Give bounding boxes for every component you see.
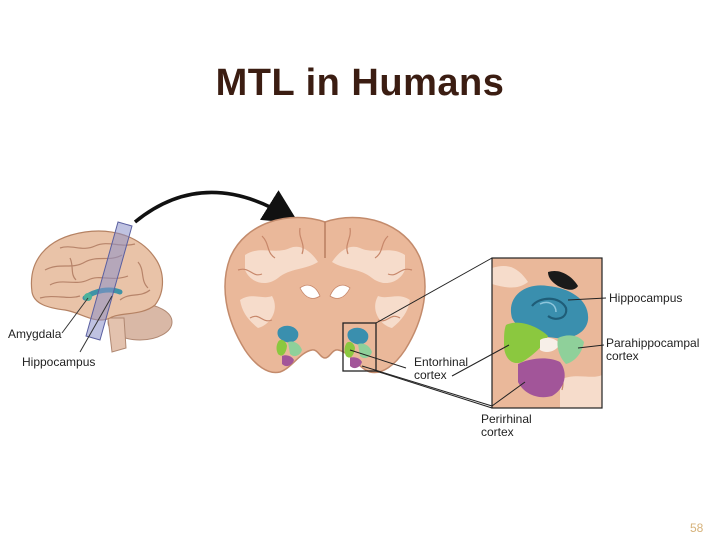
perirhinal-region: [518, 358, 565, 398]
lateral-brain-view: [30, 221, 173, 353]
slide-title: MTL in Humans: [215, 62, 505, 104]
amygdala-label: Amygdala: [8, 327, 62, 341]
mtl-left-hemisphere: [276, 325, 302, 367]
page-number: 58: [690, 521, 704, 535]
curved-arrow: [133, 190, 299, 224]
parahippocampal-label-line1: Parahippocampal: [606, 336, 700, 350]
parahippocampal-region: [557, 335, 584, 364]
brainstem: [107, 317, 127, 353]
perirhinal-label-line2: cortex: [481, 425, 514, 439]
hippocampus-region: [510, 285, 589, 339]
enlarged-mtl-panel: [491, 257, 603, 409]
coronal-section: [224, 216, 426, 374]
amygdala-lateral: [84, 293, 92, 301]
coronal-plane: [85, 221, 133, 341]
hippocampus-label-zoom: Hippocampus: [609, 291, 683, 305]
entorhinal-region: [504, 322, 548, 364]
ventricle-left: [299, 284, 321, 299]
mtl-right-hemisphere: [344, 327, 372, 369]
entorhinal-label-line1: Entorhinal: [414, 355, 469, 369]
ventricle-right: [329, 284, 351, 299]
ventricle-zoom: [548, 270, 578, 290]
zoom-box: [342, 322, 377, 372]
perirhinal-label-line1: Perirhinal: [481, 412, 532, 426]
parahippocampal-label-line2: cortex: [606, 349, 639, 363]
hippocampus-label-lateral: Hippocampus: [22, 355, 96, 369]
entorhinal-label-line2: cortex: [414, 368, 447, 382]
